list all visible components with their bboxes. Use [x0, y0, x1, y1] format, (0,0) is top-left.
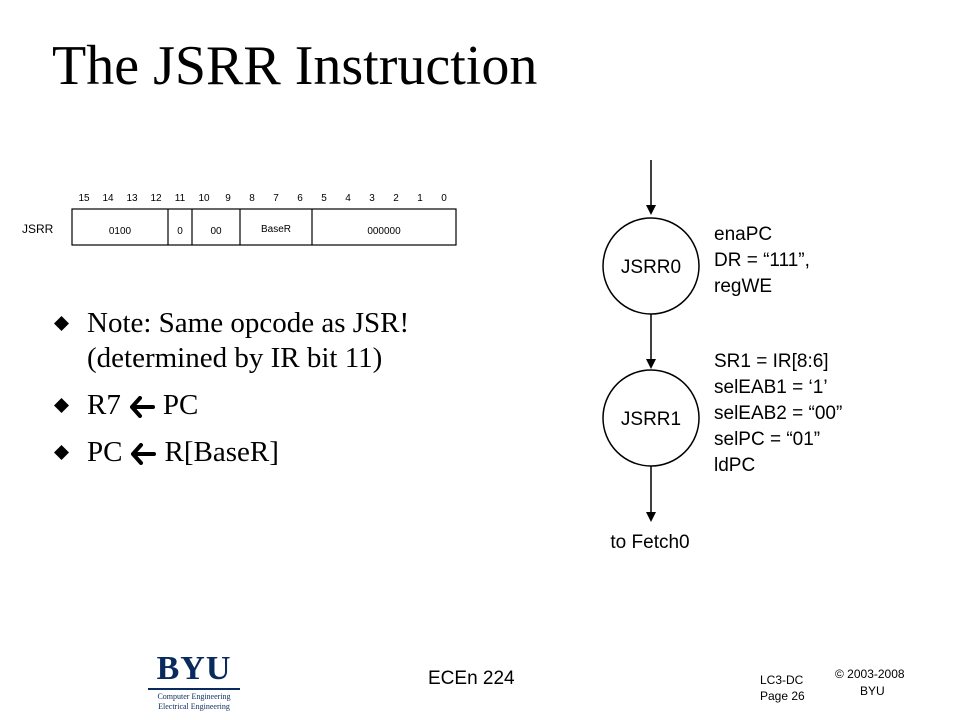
slide-id: LC3-DC — [760, 673, 804, 687]
bit-number: 15 — [78, 193, 90, 204]
bullet-item: Note: Same opcode as JSR! (determined by… — [52, 306, 409, 376]
control-signal: ldPC — [714, 455, 756, 476]
bit-number: 10 — [198, 193, 210, 204]
left-arrow-icon — [129, 396, 155, 419]
bullet-item: PC R[BaseR] — [52, 435, 409, 470]
bit-number: 14 — [102, 193, 114, 204]
control-signal: SR1 = IR[8:6] — [714, 351, 829, 372]
bit-number: 6 — [297, 193, 303, 204]
logo-line-1: Computer Engineering — [157, 692, 231, 701]
copyright-org: BYU — [860, 684, 885, 698]
transfer-source: R[BaseR] — [164, 436, 279, 468]
bit-number: 0 — [441, 193, 447, 204]
bit-number: 1 — [417, 193, 423, 204]
bullet-list: Note: Same opcode as JSR! (determined by… — [52, 306, 409, 482]
diamond-bullet-icon — [54, 445, 69, 460]
field-bits10-9: 00 — [210, 226, 222, 237]
transfer-destination: R7 — [87, 389, 121, 421]
transfer-source: PC — [162, 389, 199, 421]
jsrr0-signals: enaPC DR = “111”, regWE — [714, 222, 810, 300]
control-signal: selPC = “01” — [714, 429, 821, 450]
logo-rule — [148, 688, 240, 690]
diamond-bullet-icon — [54, 398, 69, 413]
bullet-text: Note: Same opcode as JSR! — [87, 307, 410, 339]
instruction-box — [71, 208, 457, 246]
field-zeros: 000000 — [367, 226, 401, 237]
jsrr1-signals: SR1 = IR[8:6] selEAB1 = ‘1’ selEAB2 = “0… — [714, 349, 842, 479]
left-arrow-icon — [131, 443, 157, 466]
control-signal: selEAB2 = “00” — [714, 403, 843, 424]
field-opcode: 0100 — [109, 226, 132, 237]
control-signal: DR = “111”, — [714, 250, 810, 271]
control-signal: regWE — [714, 276, 773, 297]
bit-number: 7 — [273, 193, 279, 204]
course-name: ECEn 224 — [428, 668, 515, 689]
bit-number: 12 — [150, 193, 162, 204]
byu-logo: BYU Computer Engineering Electrical Engi… — [148, 650, 240, 712]
slide-title: The JSRR Instruction — [52, 35, 538, 97]
bullet-item: R7 PC — [52, 388, 409, 423]
logo-wordmark: BYU — [156, 650, 232, 687]
control-signal: enaPC — [714, 224, 773, 245]
copyright: © 2003-2008 — [835, 667, 905, 681]
bit-number: 4 — [345, 193, 351, 204]
bullet-text-continued: (determined by IR bit 11) — [87, 342, 383, 374]
exit-label: to Fetch0 — [610, 532, 689, 553]
bit-number: 3 — [369, 193, 375, 204]
bit-number: 11 — [175, 193, 186, 204]
instruction-name: JSRR — [22, 222, 54, 236]
state-label: JSRR0 — [621, 257, 681, 278]
bit-number: 8 — [249, 193, 255, 204]
field-baser: BaseR — [261, 224, 291, 235]
state-label: JSRR1 — [621, 409, 681, 430]
logo-line-2: Electrical Engineering — [158, 702, 230, 711]
transfer-destination: PC — [87, 436, 123, 468]
diamond-bullet-icon — [54, 316, 69, 331]
control-signal: selEAB1 = ‘1’ — [714, 377, 828, 398]
field-bit11: 0 — [177, 226, 183, 237]
bit-number: 5 — [321, 193, 327, 204]
bit-number: 2 — [393, 193, 399, 204]
page-number: Page 26 — [760, 689, 805, 703]
bit-number: 13 — [126, 193, 138, 204]
bit-number: 9 — [225, 193, 231, 204]
